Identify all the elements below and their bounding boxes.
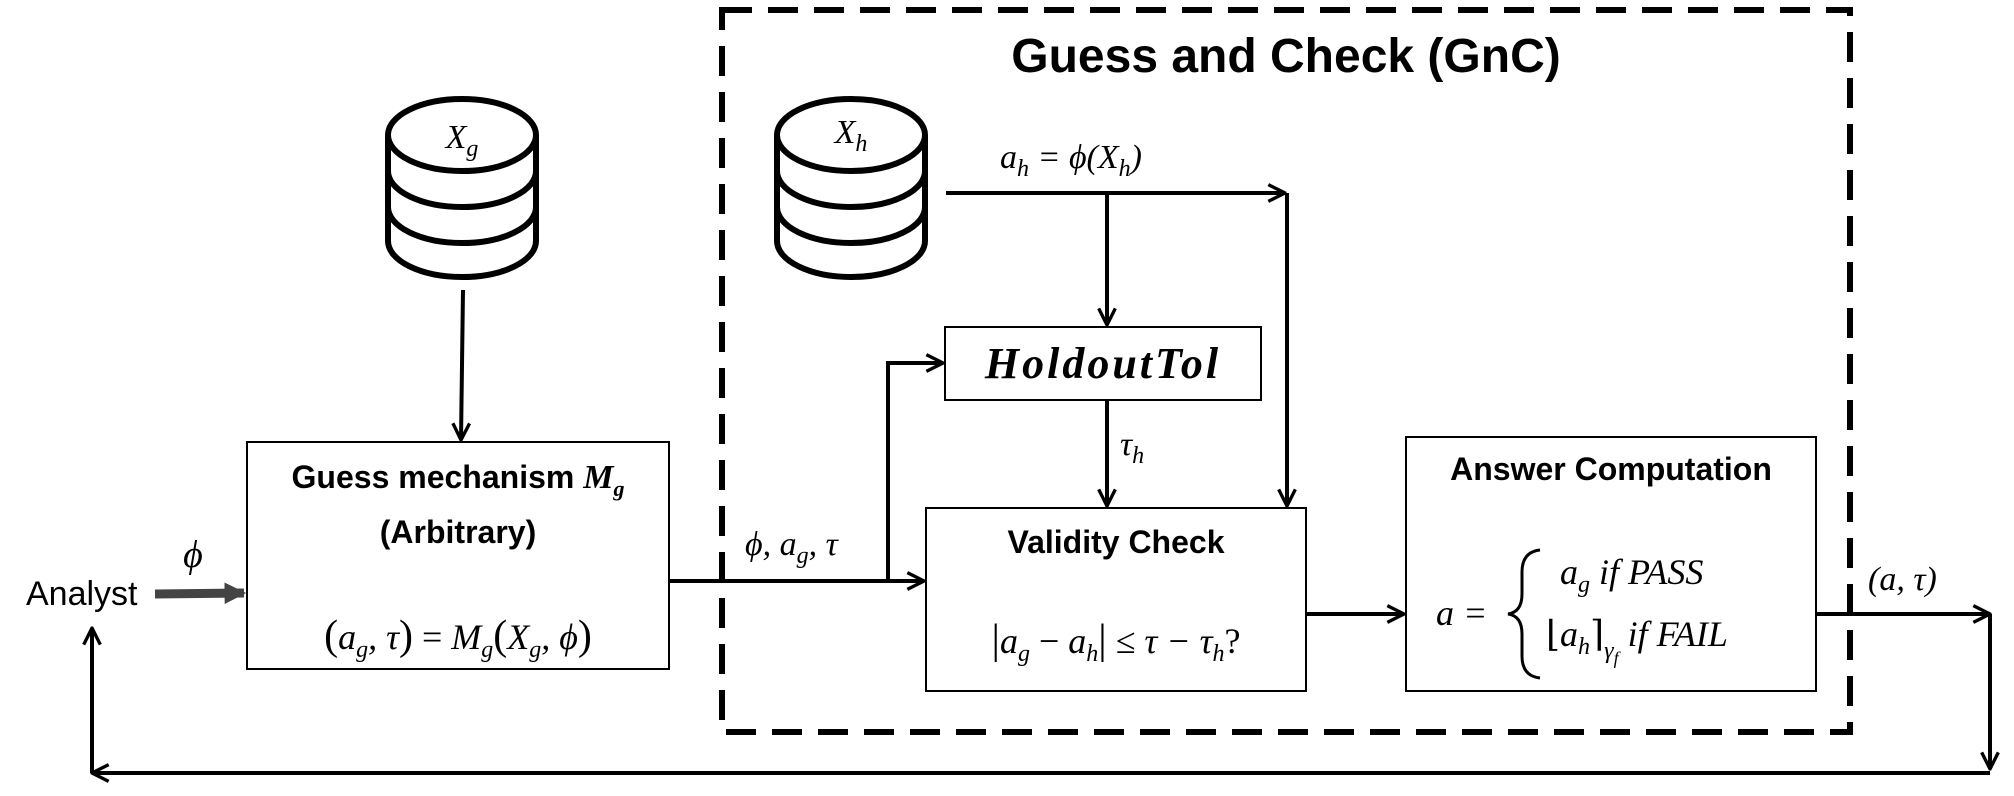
guess-mechanism-subtitle: (Arbitrary) (380, 514, 536, 550)
guess-mechanism-box (246, 441, 670, 670)
answer-case-fail: ⌊ah⌉γf if FAIL (1546, 614, 1728, 668)
gnc-title: Guess and Check (GnC) (1011, 30, 1560, 83)
output-label: (a, τ) (1868, 561, 1937, 598)
tau-h-label: τh (1120, 426, 1144, 469)
guess-mechanism-title: Guess mechanism Mg (292, 459, 625, 501)
phi-input-label: ϕ (183, 534, 203, 576)
guess-database-icon (385, 96, 539, 280)
analyst-label: Analyst (26, 575, 138, 613)
answer-computation-box (1405, 436, 1817, 692)
holdout-tol-label: HoldoutTol (984, 339, 1221, 388)
holdout-database-label: Xh (833, 114, 868, 157)
answer-cases-brace (1507, 548, 1541, 680)
validity-check-box (925, 507, 1307, 692)
guess-output-label: ϕ, ag, τ (745, 526, 840, 569)
answer-computation-title: Answer Computation (1450, 451, 1772, 487)
validity-check-title: Validity Check (1008, 524, 1225, 560)
holdout-tol-box (944, 326, 1262, 401)
guess-db-arrow (461, 289, 463, 440)
guess-database-label: Xg (444, 119, 479, 162)
guess-to-holdouttol-arrow (886, 363, 943, 581)
answer-lhs: a = (1436, 593, 1487, 633)
gnc-region (719, 7, 1853, 735)
answer-case-pass: ag if PASS (1560, 552, 1703, 598)
holdout-database-icon (774, 96, 928, 280)
analyst-input-arrow (154, 582, 247, 605)
holdout-answer-label: ah = ϕ(Xh) (1000, 139, 1142, 182)
validity-check-formula: |ag − ah| ≤ τ − τh? (992, 617, 1241, 667)
guess-mechanism-formula: (ag, τ) = Mg(Xg, ϕ) (324, 613, 592, 663)
